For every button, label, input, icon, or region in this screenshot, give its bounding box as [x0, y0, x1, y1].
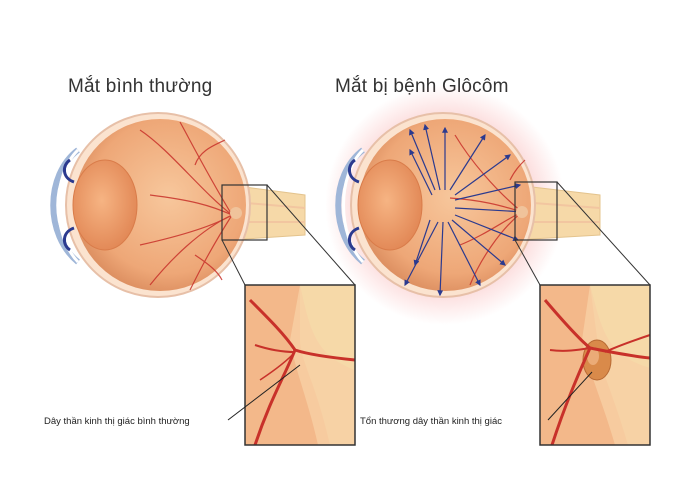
- lens: [357, 159, 423, 251]
- zoom-box: [221, 184, 268, 241]
- glaucoma-eye: [325, 85, 651, 325]
- lens: [72, 159, 138, 251]
- damaged-nerve-inset: [539, 284, 651, 446]
- zoom-box: [514, 181, 558, 241]
- iris: [348, 158, 360, 252]
- pressure-arrows: [404, 123, 527, 297]
- iris: [63, 158, 75, 252]
- normal-eye-title: Mắt bình thường: [68, 76, 213, 97]
- eyeball: [74, 119, 246, 291]
- normal-nerve-caption: Dây thần kinh thị giác bình thường: [44, 416, 190, 427]
- damaged-nerve-caption: Tổn thương dây thần kinh thị giác: [360, 416, 502, 427]
- normal-eye: [50, 112, 356, 298]
- normal-nerve-inset: [227, 284, 356, 446]
- eyeball: [359, 119, 531, 291]
